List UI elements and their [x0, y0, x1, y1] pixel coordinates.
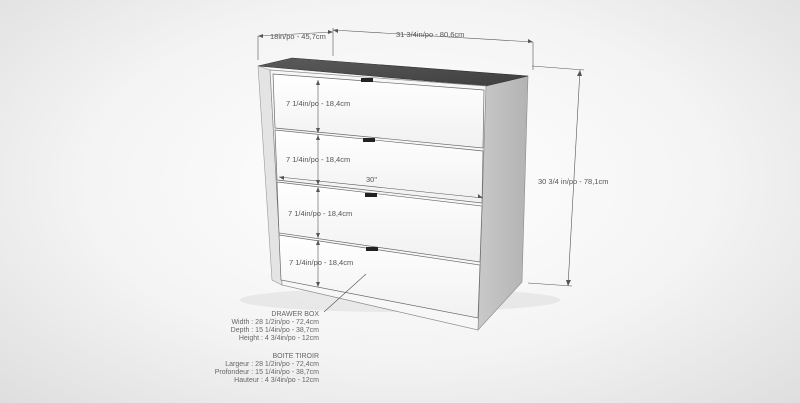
drawer-height-label-1: 7 1/4in/po - 18,4cm — [286, 99, 350, 108]
drawer-1 — [272, 73, 485, 149]
top-dimension-lines — [257, 28, 534, 70]
inner-width-label: 30" — [366, 175, 377, 184]
drawer-handle-2 — [363, 138, 375, 142]
drawer-box-specs-fr: BOITE TIROIR Largeur : 28 1/2in/po - 72,… — [215, 353, 319, 384]
height-label: 30 3/4 in/po - 78,1cm — [538, 177, 608, 186]
boite-tiroir-largeur: Largeur : 28 1/2in/po - 72,4cm — [225, 361, 319, 368]
drawer-2 — [274, 129, 484, 204]
drawer-handle-4 — [366, 247, 378, 251]
drawer-height-label-3: 7 1/4in/po - 18,4cm — [288, 209, 352, 218]
inner-width-line — [278, 176, 484, 199]
drawer-box-leader — [323, 273, 367, 313]
width-label: 31 3/4in/po - 80,6cm — [396, 30, 464, 39]
boite-tiroir-hauteur: Hauteur : 4 3/4in/po - 12cm — [234, 377, 319, 384]
drawer-box-width: Width : 28 1/2in/po - 72,4cm — [231, 319, 319, 326]
top-panel — [257, 57, 529, 87]
height-dimension-line — [527, 65, 585, 287]
drawer-handle-3 — [365, 193, 377, 197]
drawer-height-label-2: 7 1/4in/po - 18,4cm — [286, 155, 350, 164]
depth-label: 18in/po - 45,7cm — [270, 32, 326, 41]
drawer-handle-1 — [361, 78, 373, 82]
boite-tiroir-title: BOITE TIROIR — [272, 353, 319, 360]
drawer-dimension-lines — [316, 80, 320, 287]
drawer-height-label-4: 7 1/4in/po - 18,4cm — [289, 258, 353, 267]
drawer-4 — [278, 234, 481, 319]
drawer-3 — [276, 181, 483, 263]
boite-tiroir-profondeur: Profondeur : 15 1/4in/po - 38,7cm — [215, 369, 319, 376]
drawer-box-specs-en: DRAWER BOX Width : 28 1/2in/po - 72,4cm … — [231, 311, 320, 342]
side-panel — [477, 75, 529, 331]
drawer-box-depth: Depth : 15 1/4in/po - 38,7cm — [231, 327, 319, 334]
drawer-box-height: Height : 4 3/4in/po - 12cm — [239, 335, 319, 342]
drawer-box-title: DRAWER BOX — [271, 311, 319, 318]
